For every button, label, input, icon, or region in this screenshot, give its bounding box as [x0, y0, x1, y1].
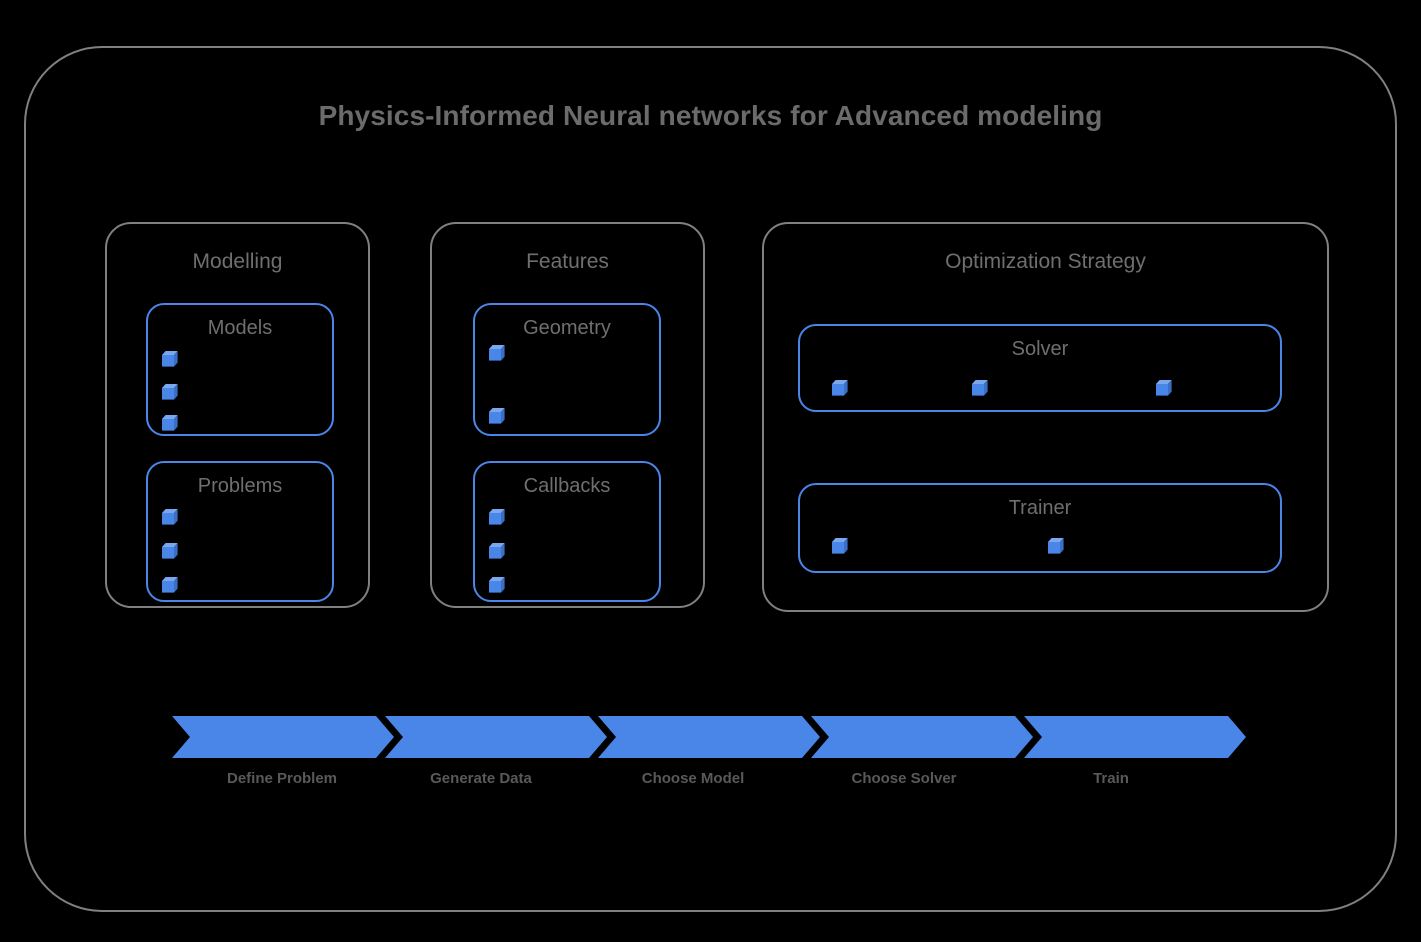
box-title-models: Models: [207, 317, 273, 339]
cube-icon: [489, 408, 505, 424]
box-title-trainer: Trainer: [1008, 497, 1072, 519]
process-step-arrow[interactable]: [172, 716, 394, 758]
group-modelling: Modelling: [105, 222, 370, 608]
process-step-arrow[interactable]: [811, 716, 1033, 758]
cube-icon: [162, 384, 178, 400]
cube-icon: [832, 538, 848, 554]
process-label-2: Choose Model: [641, 770, 745, 787]
cube-icon: [972, 380, 988, 396]
box-callbacks[interactable]: Callbacks: [473, 461, 661, 602]
process-step-arrow[interactable]: [598, 716, 820, 758]
diagram-outer-frame: [24, 46, 1397, 912]
group-title-modelling: Modelling: [192, 250, 283, 273]
cube-icon: [1048, 538, 1064, 554]
box-title-solver: Solver: [1011, 338, 1069, 360]
box-title-geometry: Geometry: [523, 317, 611, 339]
group-features: Features: [430, 222, 705, 608]
group-title-optimization-strategy: Optimization Strategy: [945, 250, 1146, 273]
box-trainer[interactable]: Trainer: [798, 483, 1282, 573]
box-problems[interactable]: Problems: [146, 461, 334, 602]
cube-icon: [162, 509, 178, 525]
cube-icon: [162, 351, 178, 367]
cube-icon: [162, 543, 178, 559]
cube-icon: [489, 509, 505, 525]
box-title-callbacks: Callbacks: [523, 475, 611, 497]
cube-icon: [162, 415, 178, 431]
group-title-features: Features: [526, 250, 609, 273]
box-title-problems: Problems: [197, 475, 283, 497]
cube-icon: [489, 577, 505, 593]
cube-icon: [1156, 380, 1172, 396]
page-title: Physics-Informed Neural networks for Adv…: [318, 100, 1103, 131]
process-flow: [172, 716, 1246, 758]
group-optimization-strategy: Optimization Strategy: [762, 222, 1329, 612]
process-flow-labels: Define Problem Generate Data Choose Mode…: [0, 770, 1421, 796]
process-label-4: Train: [1093, 770, 1129, 787]
cube-icon: [162, 577, 178, 593]
process-label-0: Define Problem: [226, 770, 338, 787]
cube-icon: [832, 380, 848, 396]
process-step-arrow[interactable]: [385, 716, 607, 758]
box-geometry[interactable]: Geometry: [473, 303, 661, 436]
cube-icon: [489, 345, 505, 361]
process-label-1: Generate Data: [430, 770, 532, 787]
box-models[interactable]: Models: [146, 303, 334, 436]
process-label-3: Choose Solver: [851, 770, 957, 787]
cube-icon: [489, 543, 505, 559]
process-step-arrow[interactable]: [1024, 716, 1246, 758]
box-solver[interactable]: Solver: [798, 324, 1282, 412]
